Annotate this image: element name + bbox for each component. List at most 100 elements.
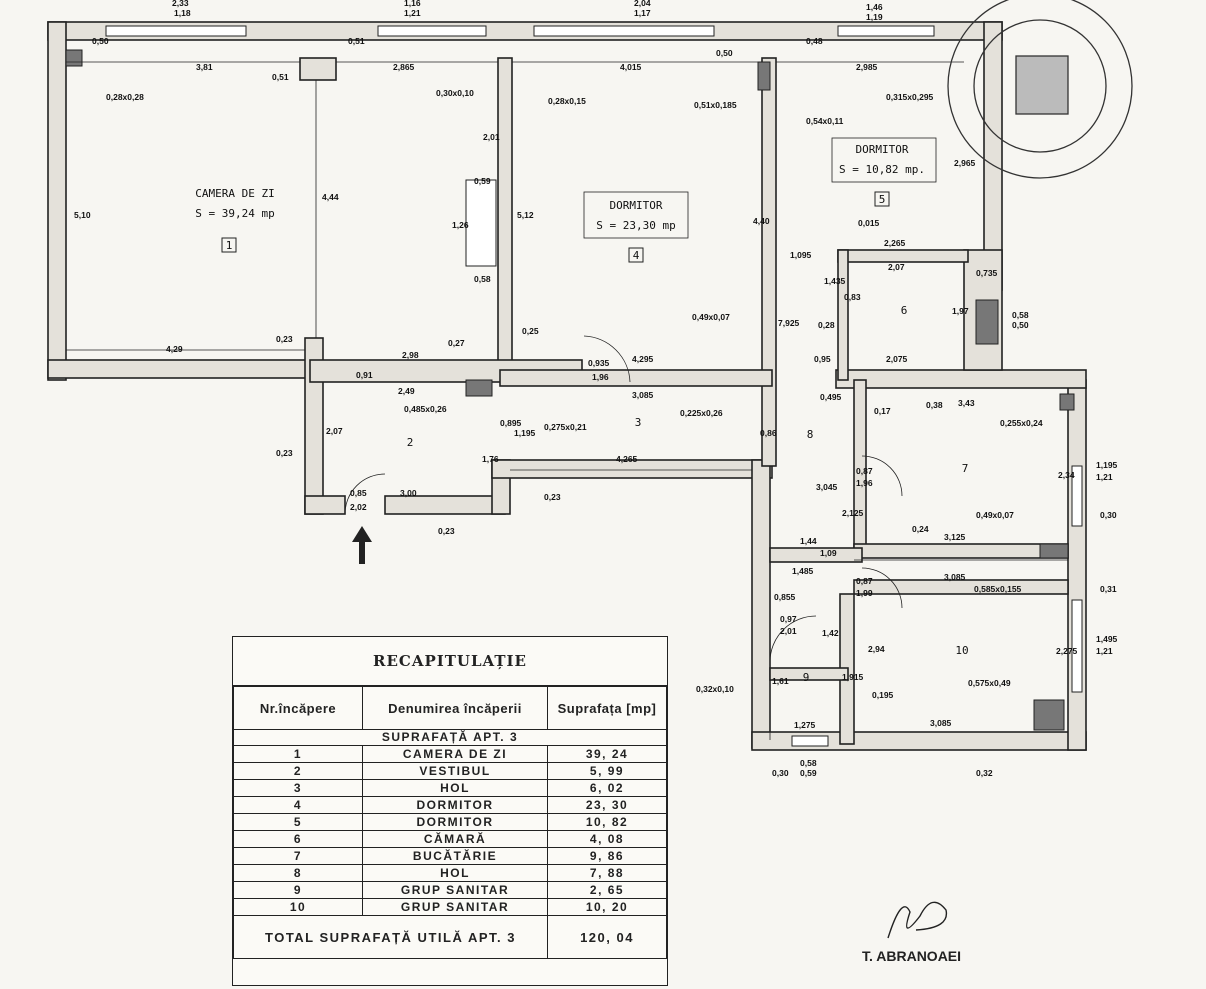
dim-label: 2,07	[326, 426, 343, 436]
room-name-4: DORMITOR	[610, 199, 663, 212]
dim-label: 2,265	[884, 238, 906, 248]
row-name: VESTIBUL	[362, 762, 548, 780]
row-nr: 2	[233, 762, 363, 780]
door-swings	[344, 335, 903, 663]
row-name: GRUP SANITAR	[362, 881, 548, 899]
dim-label: 4,295	[632, 354, 654, 364]
dim-label: 4,44	[322, 192, 339, 202]
dim-label: 0,575x0,49	[968, 678, 1011, 688]
row-name: CAMERA DE ZI	[362, 745, 548, 763]
dim-label: 5,12	[517, 210, 534, 220]
room-num-2: 2	[407, 436, 414, 449]
room-area-4: S = 23,30 mp	[596, 219, 675, 232]
dim-label: 0,58	[800, 758, 817, 768]
recap-table: RECAPITULAȚIE Nr.încăpere Denumirea încă…	[232, 636, 668, 986]
dim-label: 0,54x0,11	[806, 116, 844, 126]
dim-label: 3,085	[930, 718, 952, 728]
dim-label: 0,495	[820, 392, 842, 402]
dim-label: 0,27	[448, 338, 465, 348]
row-name: CĂMARĂ	[362, 830, 548, 848]
room-num-6: 6	[901, 304, 908, 317]
dim-label: 4,29	[166, 344, 183, 354]
dim-label: 0,87	[856, 466, 873, 476]
dim-label: 1,97	[952, 306, 969, 316]
dim-label: 0,85	[350, 488, 367, 498]
room-num-9: 9	[803, 671, 810, 684]
row-area: 4, 08	[547, 830, 667, 848]
dim-label: 1,21	[404, 8, 421, 18]
dim-label: 0,30x0,10	[436, 88, 474, 98]
dim-label: 2,965	[954, 158, 976, 168]
row-name: BUCĂTĂRIE	[362, 847, 548, 865]
row-nr: 5	[233, 813, 363, 831]
total-value: 120, 04	[547, 915, 667, 959]
row-area: 2, 65	[547, 881, 667, 899]
dim-label: 0,95	[814, 354, 831, 364]
dim-label: 2,49	[398, 386, 415, 396]
dim-label: 0,585x0,155	[974, 584, 1022, 594]
dim-label: 3,085	[944, 572, 966, 582]
dim-label: 1,275	[794, 720, 816, 730]
dim-label: 1,495	[1096, 634, 1118, 644]
dim-label: 0,855	[774, 592, 796, 602]
dim-label: 1,485	[792, 566, 814, 576]
dim-label: 2,01	[780, 626, 797, 636]
dim-label: 1,61	[772, 676, 789, 686]
entrance-arrow	[352, 526, 372, 564]
dim-label: 4,265	[616, 454, 638, 464]
room-name-1: CAMERA DE ZI	[195, 187, 274, 200]
row-area: 10, 20	[547, 898, 667, 916]
dim-label: 0,17	[874, 406, 891, 416]
row-nr: 4	[233, 796, 363, 814]
dim-label: 0,195	[872, 690, 894, 700]
dim-label: 0,51	[272, 72, 289, 82]
room-labels: CAMERA DE ZI S = 39,24 mp 1 DORMITOR S =…	[195, 137, 969, 684]
walls	[47, 21, 1087, 751]
dim-label: 2,34	[1058, 470, 1075, 480]
row-name: HOL	[362, 779, 548, 797]
dim-label: 1,195	[1096, 460, 1118, 470]
dim-label: 0,30	[772, 768, 789, 778]
row-name: GRUP SANITAR	[362, 898, 548, 916]
dim-label: 0,49x0,07	[692, 312, 730, 322]
dim-label: 1,46	[866, 2, 883, 12]
dim-label: 2,865	[393, 62, 415, 72]
dim-label: 2,07	[888, 262, 905, 272]
row-nr: 9	[233, 881, 363, 899]
dim-label: 3,085	[632, 390, 654, 400]
dim-label: 0,225x0,26	[680, 408, 723, 418]
dimension-lines	[66, 61, 1068, 740]
dim-label: 0,51	[348, 36, 365, 46]
dim-label: 0,735	[976, 268, 998, 278]
dim-label: 0,315x0,295	[886, 92, 934, 102]
row-area: 6, 02	[547, 779, 667, 797]
dim-label: 0,935	[588, 358, 610, 368]
dim-label: 1,09	[820, 548, 837, 558]
row-area: 39, 24	[547, 745, 667, 763]
row-area: 23, 30	[547, 796, 667, 814]
recap-grid: Nr.încăpere Denumirea încăperii Suprafaț…	[233, 686, 667, 959]
dim-label: 0,32x0,10	[696, 684, 734, 694]
dim-label: 1,99	[856, 588, 873, 598]
dim-label: 0,255x0,24	[1000, 418, 1043, 428]
room-num-8: 8	[807, 428, 814, 441]
room-num-4: 4	[633, 249, 640, 262]
row-area: 10, 82	[547, 813, 667, 831]
dim-label: 1,76	[482, 454, 499, 464]
dim-label: 0,50	[716, 48, 733, 58]
room-num-10: 10	[955, 644, 968, 657]
dim-label: 0,25	[522, 326, 539, 336]
dim-label: 1,435	[824, 276, 846, 286]
room-name-5: DORMITOR	[856, 143, 909, 156]
dim-label: 5,10	[74, 210, 91, 220]
row-name: DORMITOR	[362, 813, 548, 831]
dim-label: 0,50	[1012, 320, 1029, 330]
row-name: DORMITOR	[362, 796, 548, 814]
dim-label: 1,16	[404, 0, 421, 8]
row-nr: 1	[233, 745, 363, 763]
recap-section-row: SUPRAFAȚĂ APT. 3	[233, 729, 667, 746]
dim-label: 0,28	[818, 320, 835, 330]
row-area: 5, 99	[547, 762, 667, 780]
